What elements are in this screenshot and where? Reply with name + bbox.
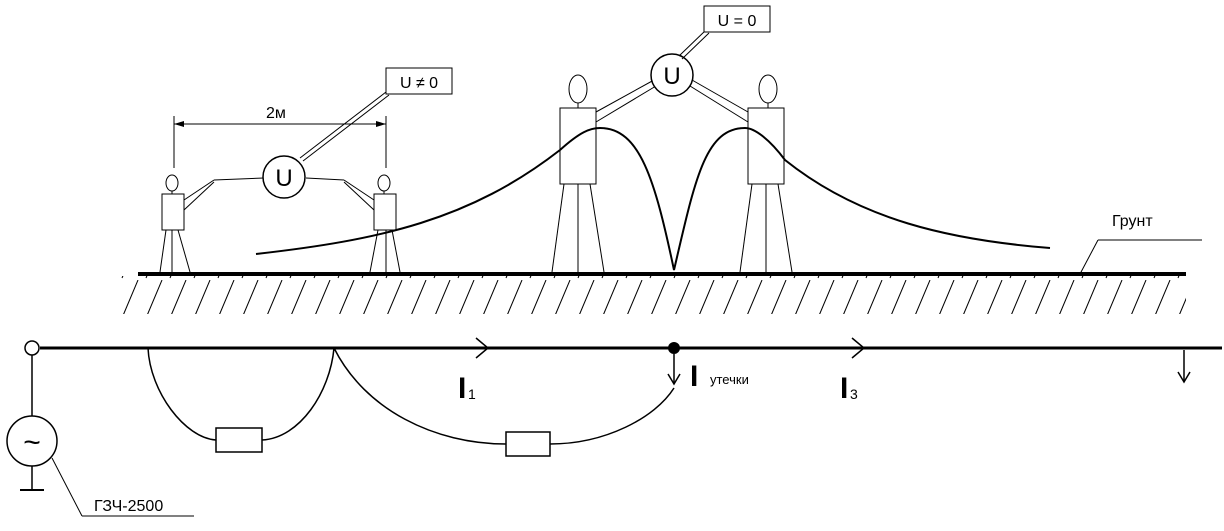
bypass-loop-1 [147, 347, 335, 441]
label-current-leak-sub: утечки [710, 372, 749, 387]
label-current-leak-main: I [690, 360, 698, 393]
voltmeter-left-wires [213, 177, 345, 181]
generator-symbol: ~ [23, 426, 41, 459]
label-current-3-sub: 3 [850, 386, 858, 402]
ground-label: Грунт [1079, 213, 1202, 275]
person-small-left [159, 174, 215, 273]
ground-surface [118, 272, 1186, 314]
callout-u-not-zero: U ≠ 0 [299, 67, 453, 162]
voltmeter-right-symbol: U [663, 63, 680, 90]
label-current-3: I 3 [840, 372, 858, 405]
dimension-label: 2м [266, 105, 286, 122]
label-current-1-main: I [458, 372, 466, 405]
label-current-3-main: I [840, 372, 848, 405]
label-current-1-sub: 1 [468, 386, 476, 402]
current-arrow-3 [851, 337, 866, 359]
resistor-1 [215, 427, 263, 453]
callout-u-zero: U = 0 [678, 5, 771, 60]
resistor-2 [505, 431, 551, 457]
cable-line [24, 340, 1222, 356]
generator: ~ ГЗЧ-2500 [6, 355, 194, 517]
dimension-2m: 2м [173, 105, 387, 168]
voltmeter-left-symbol: U [275, 165, 292, 192]
person-large-right [689, 74, 793, 273]
bypass-loop-2 [333, 347, 675, 445]
generator-label: ГЗЧ-2500 [94, 498, 163, 515]
voltmeter-left: U [262, 155, 306, 199]
label-current-1: I 1 [458, 372, 476, 405]
label-current-leak: I утечки [690, 360, 749, 393]
current-arrow-1 [475, 337, 490, 359]
potential-curve [255, 126, 1051, 271]
leak-point [667, 342, 681, 386]
person-large-left [551, 74, 657, 273]
ground-label-text: Грунт [1112, 213, 1153, 230]
cable-end-arrow [1177, 350, 1191, 384]
callout-u-zero-text: U = 0 [718, 13, 757, 30]
person-small-right [343, 174, 401, 273]
callout-u-not-zero-text: U ≠ 0 [400, 75, 438, 92]
voltmeter-right: U [650, 53, 694, 97]
